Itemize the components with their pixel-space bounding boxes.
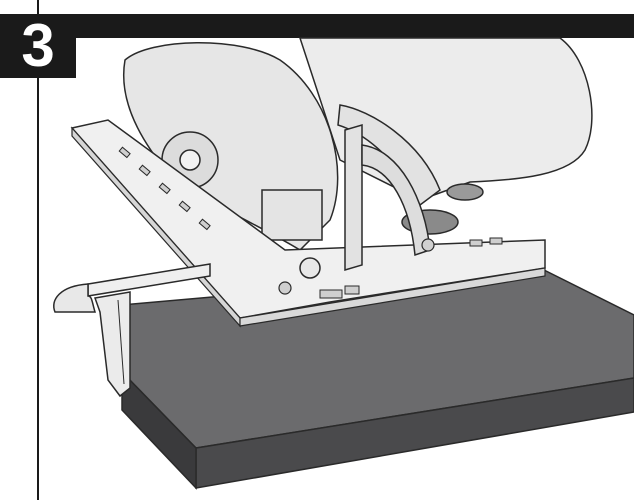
saw-body [123,37,593,251]
shoe-front-edge [239,267,546,327]
arbor-bolt [179,149,201,171]
blade-slot-housing [261,189,323,241]
vertical-rule [37,0,39,500]
bevel-bracket [278,123,435,295]
header-bar [76,14,634,38]
rip-fence [53,263,211,398]
step-number: 3 [0,14,76,78]
